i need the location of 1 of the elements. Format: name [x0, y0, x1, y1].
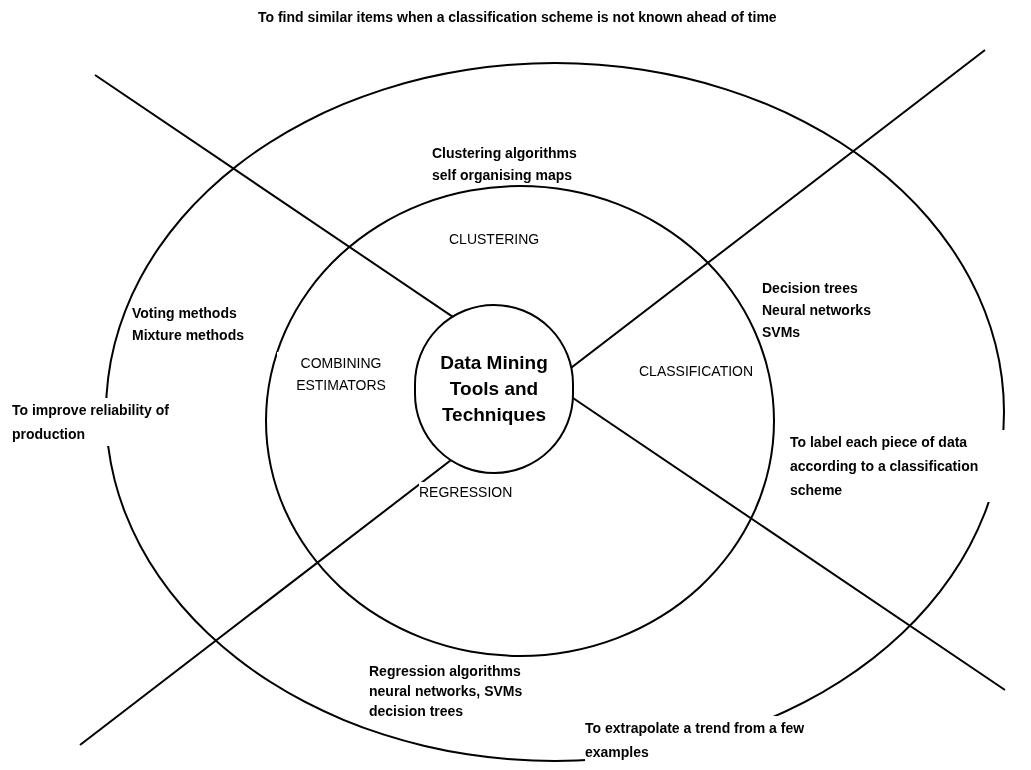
center-title: Data Mining Tools and Techniques: [439, 351, 549, 427]
